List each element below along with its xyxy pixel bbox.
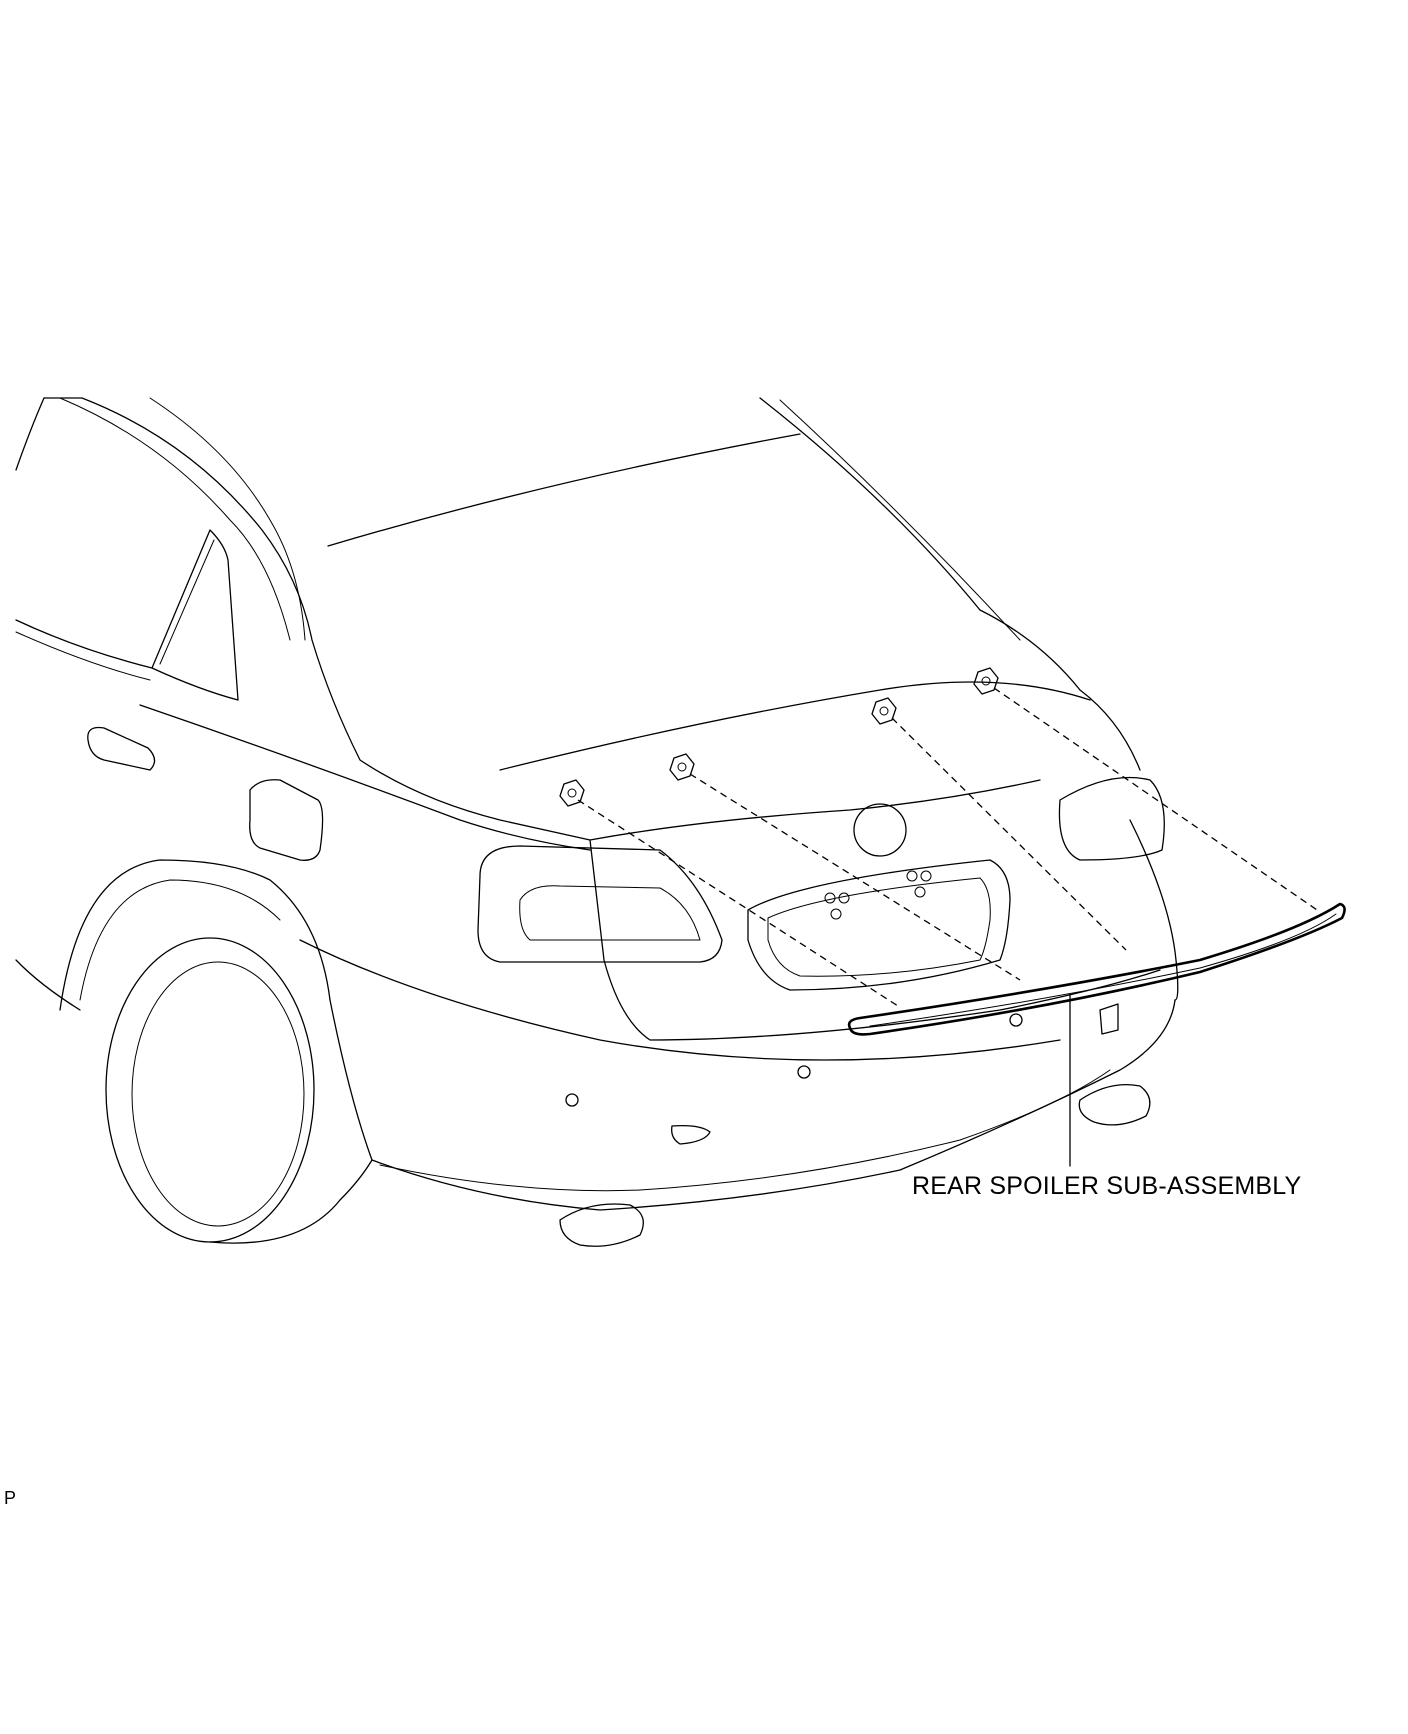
tail-lamp-left-inner [519, 885, 701, 941]
plate-bolt-hole [830, 908, 842, 920]
car-body [15, 397, 1179, 1247]
door-handle [87, 726, 156, 771]
figure-code: P [4, 1488, 17, 1508]
rear-spoiler-label: REAR SPOILER SUB-ASSEMBLY [912, 1172, 1302, 1200]
roof-edge-line [15, 397, 45, 471]
rear-spoiler [847, 902, 1346, 1036]
parking-sensor-2 [797, 1065, 811, 1079]
plate-bolt-hole [824, 892, 836, 904]
alignment-line-2 [689, 773, 1021, 981]
alignment-line-4 [993, 687, 1321, 913]
roof-inner-line [59, 397, 291, 641]
exhaust-tip-right [1078, 1083, 1151, 1126]
license-plate-recess [747, 859, 1011, 991]
tire-ground-line [209, 1159, 373, 1244]
rear-quarter-window [151, 529, 239, 701]
trunk-lid-lower-line [589, 779, 1041, 841]
plate-bolt-hole [914, 886, 926, 898]
bumper-right-edge [1129, 819, 1179, 1001]
c-pillar-right-outer [759, 397, 1141, 771]
trunk-emblem [853, 803, 907, 857]
alignment-line-1 [577, 799, 899, 1007]
trunk-panel-outline [589, 839, 1161, 1041]
nut-3 [871, 697, 897, 725]
wheel-arch-outer [59, 859, 331, 1011]
exhaust-tip-left [559, 1203, 644, 1247]
plate-bolt-hole [920, 870, 932, 882]
rear-tire-inner [131, 961, 305, 1227]
spoiler-nuts [559, 667, 999, 807]
plate-bolt-hole [838, 892, 850, 904]
bumper-lower-outline [329, 999, 1176, 1211]
body-side-crease [139, 704, 591, 851]
trunk-rear-edge [499, 681, 1091, 771]
c-pillar-right-inner [779, 399, 1021, 641]
door-belt-line-lower [15, 631, 151, 681]
alignment-line-3 [891, 717, 1127, 951]
license-plate-recess-inner [767, 877, 991, 977]
parking-sensor-1 [565, 1093, 579, 1107]
sill-line [15, 959, 81, 1011]
roof-rail-line [149, 397, 306, 641]
fuel-lid [249, 779, 324, 861]
rear-spoiler-edge-line [869, 913, 1337, 1027]
plate-bolt-hole [906, 870, 918, 882]
nut-2 [669, 753, 695, 781]
tail-lamp-left [477, 845, 723, 963]
rear-tire-outer [105, 937, 315, 1243]
wheel-arch-inner [79, 879, 281, 1001]
alignment-lines [577, 687, 1321, 1007]
door-belt-line [15, 619, 153, 669]
bumper-valance-line [379, 1069, 1111, 1192]
tail-lamp-right [1058, 776, 1165, 861]
rear-window-top-edge [327, 433, 801, 547]
window-frame-line [159, 539, 215, 665]
reflector-right [1099, 1003, 1119, 1035]
rear-spoiler-body [847, 902, 1346, 1036]
bumper-upper-line [299, 939, 1061, 1061]
parking-sensor-3 [1009, 1013, 1023, 1027]
c-pillar-outer-line [43, 397, 591, 841]
tow-hook-cover [671, 1124, 711, 1145]
nut-4 [973, 667, 999, 695]
